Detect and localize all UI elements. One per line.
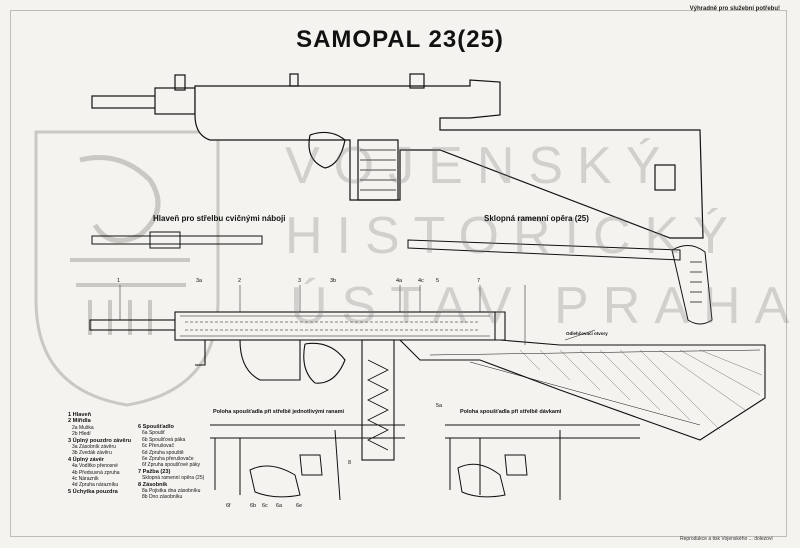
legend-item: 6c Přerušovač [142,443,174,450]
label-cut-parts: Odlehčovací otvory [566,331,608,336]
caption-burst-fire: Poloha spoušťadla při střelbě dávkami [460,409,562,415]
legend-item: 4d Zpruha nárazníku [72,482,119,489]
legend-item: 6e Zpruha přerušovače [142,456,194,463]
sectional-view [89,311,766,461]
stock-hatching [519,349,763,431]
legend-item: 3a Zásobník závěru [72,444,116,451]
legend-item: 4 Úplný závěr [68,456,105,463]
legend-item: 5 Úchytka pouzdra [68,488,118,495]
restriction-note: Výhradně pro služební potřebu! [689,6,780,12]
detail-num-6a: 6a [276,503,283,509]
callout-4a: 4c [418,278,424,284]
callout-5: 7 [477,278,481,284]
callout-4c: 5 [436,278,440,284]
legend-item: 6 Spoušťadlo [138,424,174,430]
legend-item: Sklopná ramenní opěra (25) [142,475,205,482]
trigger-detail-burst [445,424,640,500]
legend-item: 4b Předsuvná zpruha [72,469,120,476]
callout-3a: 3a [196,278,203,284]
legend-item: 8 Zásobník [138,481,168,488]
watermark-crest [34,130,220,407]
legend-item: 8a Pojistka dna zásobníku [142,488,201,495]
exterior-view [91,73,704,239]
callout-5a: 5a [436,403,443,409]
detail-num-6e: 6e [296,503,303,509]
folding-stock [407,239,713,325]
legend-item: 7 Pažba (23) [138,468,171,475]
detail-num-6b: 6b [250,503,257,509]
leader-lines [119,285,596,345]
legend-item: 8b Dno zásobníku [142,494,183,501]
trigger-detail-single [210,424,405,501]
legend-item: 2 Mířidla [68,418,91,425]
legend-item: 1 Hlaveň [68,412,92,418]
caption-single-fire: Poloha spoušťadla při střelbě jednotlivý… [213,409,345,415]
callout-1: 1 [117,278,121,284]
watermark-line-2: HISTORICKÝ [285,207,742,265]
legend-item: 6b Spoušťová páka [142,436,186,443]
callout-3b: 3b [330,278,337,284]
detail-num-6f: 6f [226,503,231,509]
legend-item: 4a Vodítko přenosné [72,463,118,470]
legend-item: 3 Úplný pouzdro závěru [68,437,132,444]
legend-item: 2b Hledí [72,431,91,438]
poster-frame [10,10,787,537]
blank-barrel [91,231,263,249]
legend-item: 6d Zpruha spouště [142,449,184,456]
label-folding-stock: Sklopná ramenní opěra (25) [484,214,589,223]
legend-item: 3b Zvedák závěru [72,450,112,457]
callout-8: 8 [348,460,352,466]
legend-item: 6a Spoušť [142,430,166,437]
legend-item: 2a Muška [72,424,94,431]
callout-4: 4a [396,278,403,284]
legend-item: 6f Zpruha spoušťové páky [142,462,201,469]
callout-2: 2 [238,278,242,284]
footer-credit: Reprodukce a tisk Vojenského ... dolezov… [680,536,773,542]
detail-num-6c: 6c [262,503,268,509]
label-blank-barrel: Hlaveň pro střelbu cvičnými náboji [153,214,286,223]
callout-3: 3 [298,278,302,284]
poster-title: SAMOPAL 23(25) [296,26,504,53]
watermark-line-1: VOJENSKÝ [285,137,675,195]
legend-item: 4c Nárazník [72,476,99,483]
watermark-line-3: ÚSTAV PRAHA [290,277,800,335]
